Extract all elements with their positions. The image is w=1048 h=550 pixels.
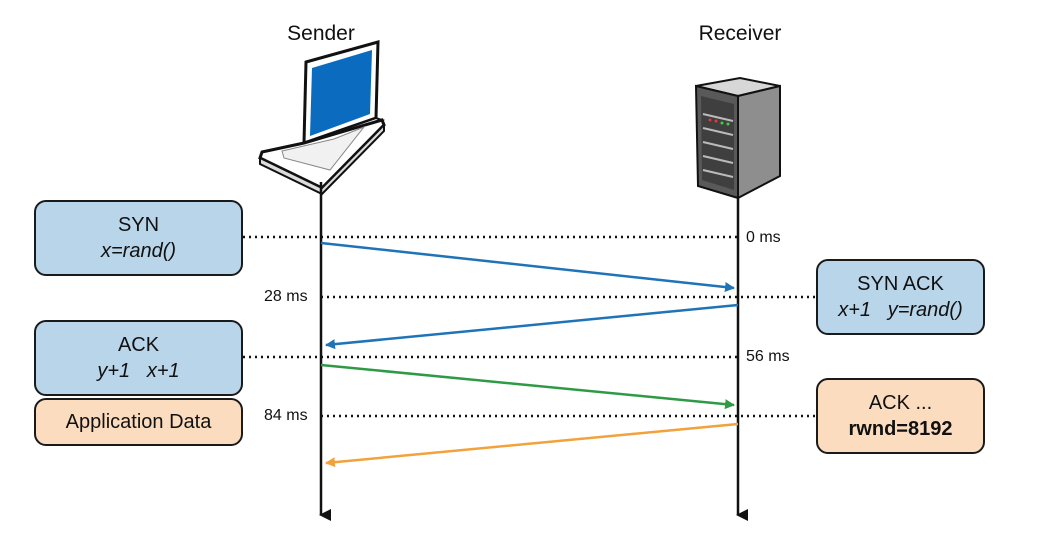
time-label-28ms: 28 ms — [264, 288, 308, 305]
syn-ack-box: SYN ACK x+1 y=rand() — [816, 259, 985, 335]
syn-arrow — [320, 241, 735, 292]
ack-box-title: ACK — [117, 334, 160, 356]
ack-rwnd-box-title: ACK ... — [868, 392, 933, 414]
ack-box-detail: y+1 x+1 — [97, 360, 180, 382]
syn-ack-box-title: SYN ACK — [857, 273, 944, 295]
synack-arrow — [325, 303, 739, 350]
ack-rwnd-box-detail: rwnd=8192 — [848, 418, 953, 440]
data-arrow — [325, 422, 739, 468]
ack-rwnd-box: ACK ... rwnd=8192 — [816, 378, 985, 454]
application-data-title: Application Data — [65, 411, 212, 433]
syn-ack-box-detail: x+1 y=rand() — [838, 299, 963, 321]
ack-arrow — [320, 363, 735, 410]
syn-box: SYN x=rand() — [34, 200, 243, 276]
syn-box-title: SYN — [117, 214, 160, 236]
ack-box: ACK y+1 x+1 — [34, 320, 243, 396]
syn-box-detail: x=rand() — [100, 240, 177, 262]
time-label-0ms: 0 ms — [746, 229, 781, 246]
laptop-icon — [258, 40, 386, 196]
time-label-84ms: 84 ms — [264, 407, 308, 424]
time-label-56ms: 56 ms — [746, 348, 790, 365]
sender-label: Sender — [287, 22, 355, 45]
receiver-label: Receiver — [698, 22, 782, 45]
server-icon — [694, 76, 781, 200]
application-data-box: Application Data — [34, 398, 243, 446]
